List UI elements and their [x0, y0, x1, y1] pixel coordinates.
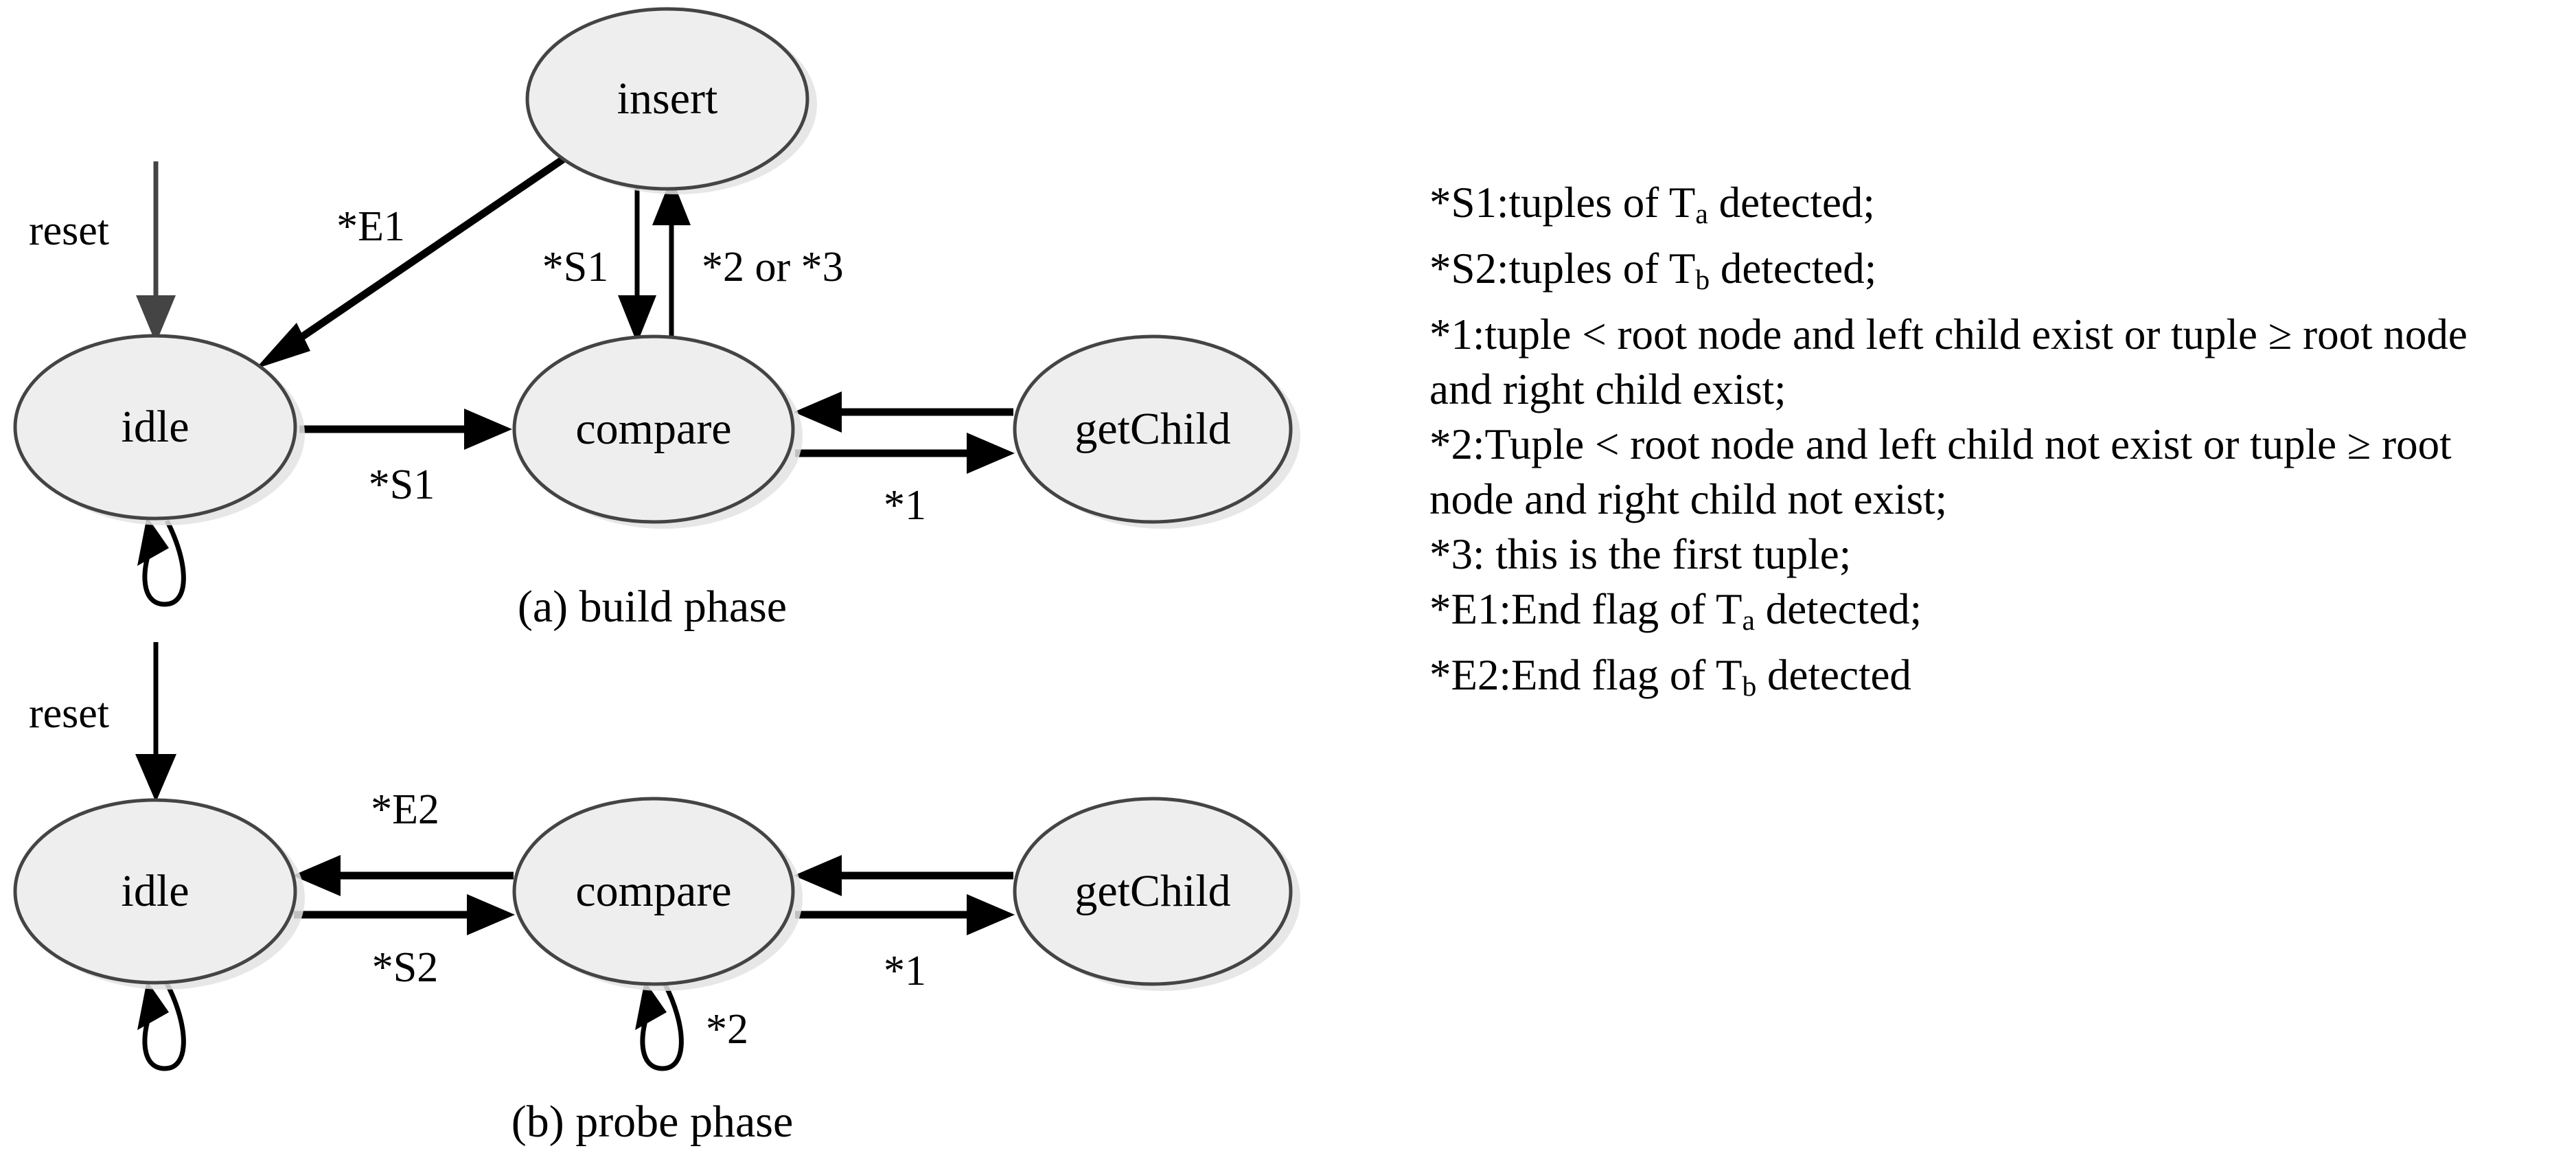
- state-compare-build[interactable]: compare: [512, 334, 803, 529]
- label-e1: *E1: [336, 203, 405, 250]
- label-1-b: *1: [884, 948, 926, 994]
- label-reset-a: reset: [29, 207, 109, 254]
- state-insert[interactable]: insert: [525, 7, 817, 194]
- caption-build-phase: (a) build phase: [518, 582, 787, 632]
- state-idle-probe[interactable]: idle: [13, 798, 305, 990]
- label-e2: *E2: [371, 786, 439, 833]
- state-getchild-probe[interactable]: getChild: [1013, 797, 1300, 991]
- panel-build-phase: reset *E1 *S1 *2 or *3: [13, 7, 1300, 632]
- transition-getchild-to-compare-a: [794, 391, 1013, 433]
- transition-insert-to-idle-e1: [255, 156, 566, 369]
- state-compare-probe[interactable]: compare: [512, 797, 803, 991]
- legend-line-3: *3: this is the first tuple;: [1429, 530, 1852, 579]
- state-label-getchild-build: getChild: [1074, 404, 1230, 454]
- transition-compare-to-getchild-b: [795, 894, 1015, 935]
- label-s1-idle-compare: *S1: [369, 461, 435, 508]
- transition-getchild-to-compare-b: [794, 855, 1013, 896]
- label-2-or-3: *2 or *3: [702, 244, 844, 290]
- transition-insert-to-compare-s1: [618, 180, 656, 343]
- transition-idle-to-compare-s2: [294, 894, 515, 935]
- panel-probe-phase: reset *E2 *S2 *1: [13, 642, 1300, 1147]
- label-2-b: *2: [706, 1006, 748, 1053]
- state-getchild-build[interactable]: getChild: [1013, 334, 1300, 529]
- state-idle-build[interactable]: idle: [13, 334, 305, 525]
- state-label-compare-probe: compare: [575, 866, 731, 916]
- legend-line-S2: *S2:tuples of Tb detected;: [1429, 244, 1877, 296]
- transition-reset-to-idle-a: [136, 161, 176, 343]
- label-reset-b: reset: [29, 690, 109, 737]
- transition-idle-to-compare-a: [299, 409, 512, 450]
- label-1-a: *1: [884, 482, 926, 529]
- state-label-idle-build: idle: [122, 402, 189, 452]
- state-label-idle-probe: idle: [122, 866, 189, 916]
- state-label-getchild-probe: getChild: [1074, 866, 1230, 916]
- legend-line-E1: *E1:End flag of Ta detected;: [1429, 585, 1922, 637]
- caption-probe-phase: (b) probe phase: [511, 1097, 794, 1147]
- transition-idle-self-loop-b: [137, 981, 186, 1071]
- legend-line-2: *2:Tuple < root node and left child not …: [1429, 420, 2463, 524]
- transition-compare-to-insert-2or3: [652, 177, 691, 343]
- transition-compare-self-loop-b: [635, 981, 684, 1071]
- legend-line-1: *1:tuple < root node and left child exis…: [1429, 310, 2479, 414]
- label-s2: *S2: [372, 944, 438, 991]
- state-label-compare-build: compare: [575, 404, 731, 454]
- legend-line-S1: *S1:tuples of Ta detected;: [1429, 179, 1875, 230]
- transition-idle-self-loop-a: [137, 516, 186, 607]
- legend-line-E2: *E2:End flag of Tb detected: [1429, 651, 1911, 703]
- transition-reset-to-idle-b: [135, 642, 176, 802]
- label-s1-insert-compare: *S1: [542, 244, 608, 290]
- state-label-insert: insert: [617, 73, 718, 124]
- legend-symbol-key: *S1:tuples of Ta detected; *S2:tuples of…: [1429, 175, 2528, 714]
- transition-compare-to-idle-e2: [292, 855, 514, 896]
- transition-compare-to-getchild-a: [795, 433, 1015, 474]
